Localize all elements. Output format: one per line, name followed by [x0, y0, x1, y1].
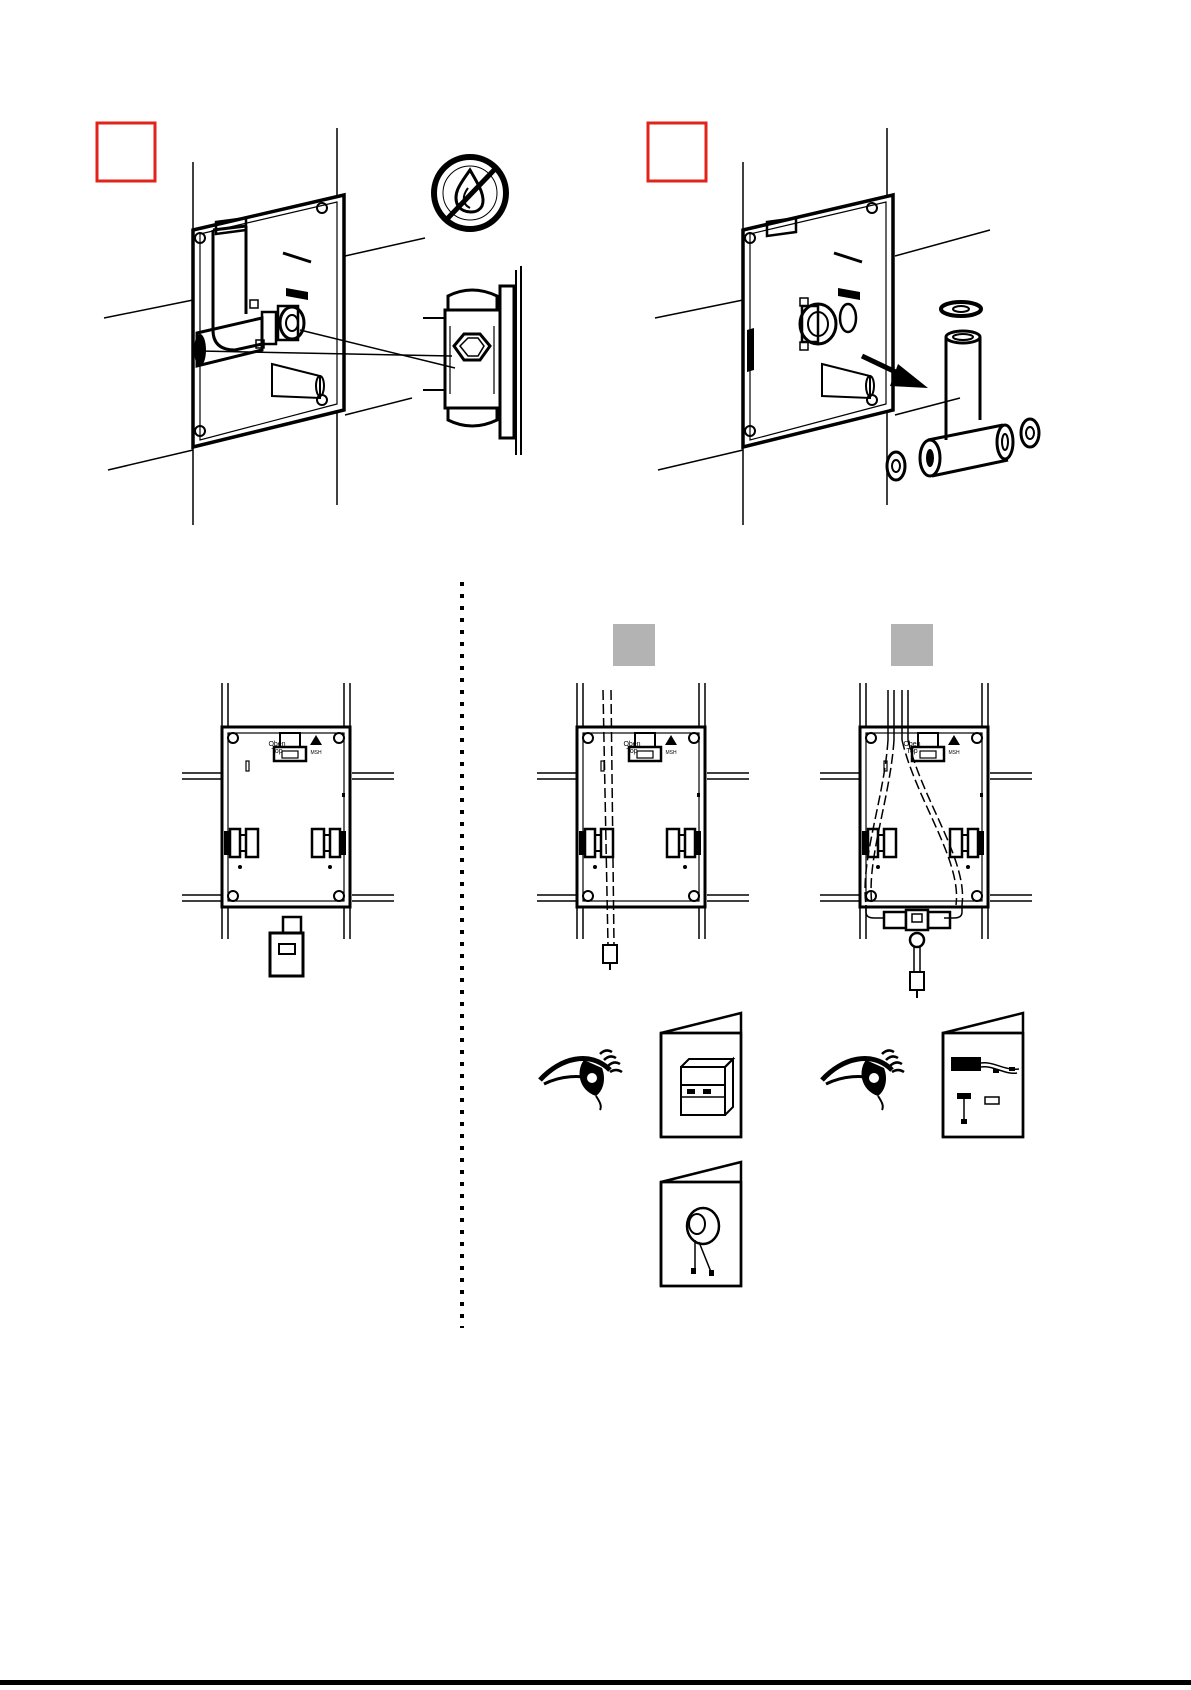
box-label-mark: MSH	[948, 750, 960, 756]
box-label-top: Top	[906, 748, 917, 755]
eye-icon	[540, 1050, 622, 1110]
page-footer-rule	[0, 1680, 1191, 1685]
box-label-oben: Oben	[903, 741, 920, 748]
valve-detail-closeup	[423, 266, 521, 455]
variant-b-label-box	[891, 624, 933, 666]
box-label-oben: Oben	[623, 741, 640, 748]
box-label-mark: MSH	[665, 750, 677, 756]
eye-icon	[822, 1050, 904, 1110]
instruction-leaflet-icon	[661, 1162, 741, 1286]
box-label-oben: Oben	[268, 741, 285, 748]
step-1-illustration	[97, 123, 521, 525]
instruction-leaflet-icon	[661, 1013, 741, 1137]
variant-a	[537, 624, 749, 1286]
removed-t-piece	[887, 302, 1039, 480]
instruction-leaflet-icon	[943, 1013, 1023, 1137]
battery-module	[270, 917, 303, 976]
variant-b	[820, 624, 1032, 1137]
box-label-top: Top	[626, 748, 637, 755]
step-2-number-box	[648, 123, 706, 181]
box-label-mark: MSH	[310, 750, 322, 756]
no-open-flame-icon	[434, 157, 506, 229]
step-2-illustration	[648, 123, 1039, 525]
variant-a-label-box	[613, 624, 655, 666]
step-1-number-box	[97, 123, 155, 181]
box-battery-variant	[182, 683, 394, 976]
box-label-top: Top	[271, 748, 282, 755]
